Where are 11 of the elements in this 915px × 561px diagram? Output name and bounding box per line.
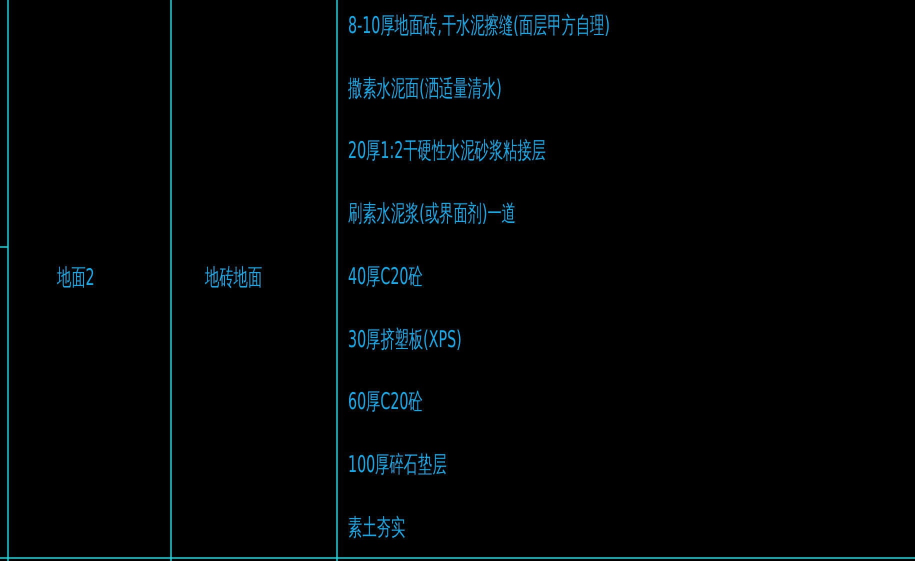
table-cell-text: 刷素水泥浆(或界面剂)一道 xyxy=(348,200,516,228)
table-cell-text: 60厚C20砼 xyxy=(348,388,423,416)
table-cell-text: 40厚C20砼 xyxy=(348,262,423,291)
table-cell-text: 素土夯实 xyxy=(348,514,406,542)
table-cell-text: 地砖地面 xyxy=(205,264,262,292)
table-cell-text: 撒素水泥面(洒适量清水) xyxy=(348,74,502,103)
table-cell-text: 30厚挤塑板(XPS) xyxy=(348,326,462,354)
table-cell-text: 地面2 xyxy=(57,264,95,292)
table-cell-text: 20厚1:2干硬性水泥砂浆粘接层 xyxy=(348,137,546,166)
table-cell-text: 100厚碎石垫层 xyxy=(348,450,447,479)
table-cell-text: 8-10厚地面砖,干水泥擦缝(面层甲方自理) xyxy=(348,12,610,40)
